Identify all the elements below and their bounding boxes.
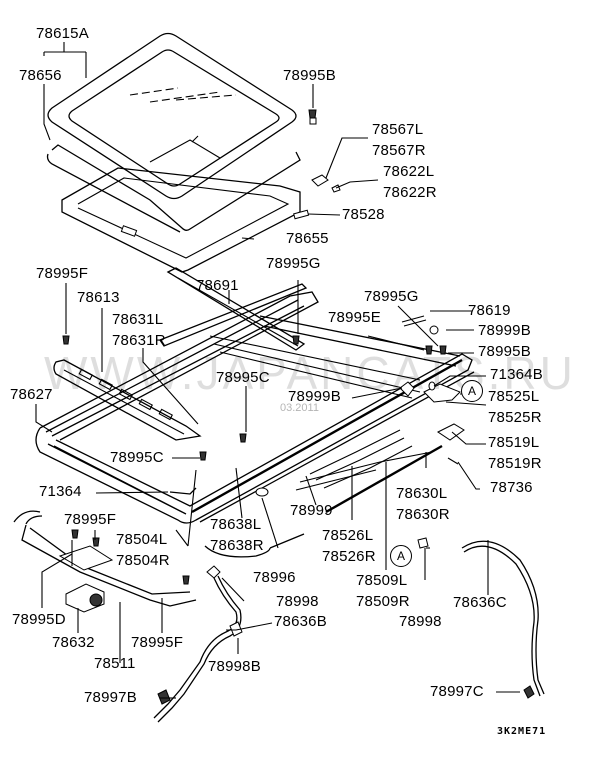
part-label-78995B[interactable]: 78995B	[478, 343, 531, 360]
part-label-78995C[interactable]: 78995C	[110, 449, 164, 466]
part-label-78526L[interactable]: 78526L	[322, 527, 374, 544]
part-label-78631L[interactable]: 78631L	[112, 311, 164, 328]
leader-lines	[35, 42, 520, 699]
part-label-78528[interactable]: 78528	[342, 206, 385, 223]
watermark-date: 03.2011	[280, 402, 319, 414]
part-label-78511[interactable]: 78511	[94, 655, 136, 672]
part-label-78567R[interactable]: 78567R	[372, 142, 426, 159]
part-label-78632[interactable]: 78632	[52, 634, 95, 651]
part-label-78622R[interactable]: 78622R	[383, 184, 437, 201]
wind-deflector	[53, 359, 202, 441]
part-label-78656[interactable]: 78656	[19, 67, 62, 84]
part-label-78655[interactable]: 78655	[286, 230, 329, 247]
sunroof-inner-frame	[61, 135, 301, 273]
part-label-78995C[interactable]: 78995C	[216, 369, 270, 386]
part-label-78636C[interactable]: 78636C	[453, 594, 507, 611]
part-label-78736[interactable]: 78736	[490, 479, 533, 496]
part-label-78995E[interactable]: 78995E	[328, 309, 381, 326]
part-label-78567L[interactable]: 78567L	[372, 121, 424, 138]
callout-a: A	[461, 380, 483, 402]
part-label-78638L[interactable]: 78638L	[210, 516, 262, 533]
glass-panel	[47, 32, 297, 200]
watermark: WWW.JAPANCATS.RU	[44, 347, 576, 399]
drawing-code: 3K2ME71	[497, 726, 547, 737]
part-label-78638R[interactable]: 78638R	[210, 537, 264, 554]
part-label-78525L[interactable]: 78525L	[488, 388, 540, 405]
part-label-78509L[interactable]: 78509L	[356, 572, 408, 589]
part-label-78630R[interactable]: 78630R	[396, 506, 450, 523]
part-label-78630L[interactable]: 78630L	[396, 485, 448, 502]
part-label-78509R[interactable]: 78509R	[356, 593, 410, 610]
part-label-78999[interactable]: 78999	[290, 502, 333, 519]
part-label-78615A[interactable]: 78615A	[36, 25, 89, 42]
part-label-78526R[interactable]: 78526R	[322, 548, 376, 565]
part-label-78995G[interactable]: 78995G	[364, 288, 419, 305]
part-label-78636B[interactable]: 78636B	[274, 613, 327, 630]
weatherstrip	[46, 144, 301, 233]
sunroof-motor	[58, 545, 114, 613]
part-label-78504R[interactable]: 78504R	[116, 552, 170, 569]
right-side-parts	[157, 315, 535, 705]
part-label-78998[interactable]: 78998	[276, 593, 319, 610]
part-label-78691[interactable]: 78691	[196, 277, 239, 294]
part-label-78995D[interactable]: 78995D	[12, 611, 66, 628]
part-label-78999B[interactable]: 78999B	[478, 322, 531, 339]
part-label-78995F[interactable]: 78995F	[36, 265, 89, 282]
part-label-78631R[interactable]: 78631R	[112, 332, 166, 349]
part-label-78995F[interactable]: 78995F	[64, 511, 117, 528]
part-label-78997B[interactable]: 78997B	[84, 689, 137, 706]
part-label-78995B[interactable]: 78995B	[283, 67, 336, 84]
part-label-71364[interactable]: 71364	[39, 483, 82, 500]
part-label-78613[interactable]: 78613	[77, 289, 120, 306]
part-label-78996[interactable]: 78996	[253, 569, 296, 586]
part-label-71364B[interactable]: 71364B	[490, 366, 543, 383]
part-label-78998B[interactable]: 78998B	[208, 658, 261, 675]
part-label-78998[interactable]: 78998	[399, 613, 442, 630]
part-label-78627[interactable]: 78627	[10, 386, 53, 403]
part-label-78995G[interactable]: 78995G	[266, 255, 321, 272]
drive-cables	[13, 487, 305, 607]
part-label-78995F[interactable]: 78995F	[131, 634, 184, 651]
part-label-78525R[interactable]: 78525R	[488, 409, 542, 426]
part-label-78997C[interactable]: 78997C	[430, 683, 484, 700]
callout-a: A	[390, 545, 412, 567]
bracket-parts-top	[293, 109, 341, 220]
part-label-78619[interactable]: 78619	[468, 302, 511, 319]
part-label-78622L[interactable]: 78622L	[383, 163, 435, 180]
part-label-78999B[interactable]: 78999B	[288, 388, 341, 405]
part-label-78519R[interactable]: 78519R	[488, 455, 542, 472]
part-label-78504L[interactable]: 78504L	[116, 531, 168, 548]
part-label-78519L[interactable]: 78519L	[488, 434, 540, 451]
